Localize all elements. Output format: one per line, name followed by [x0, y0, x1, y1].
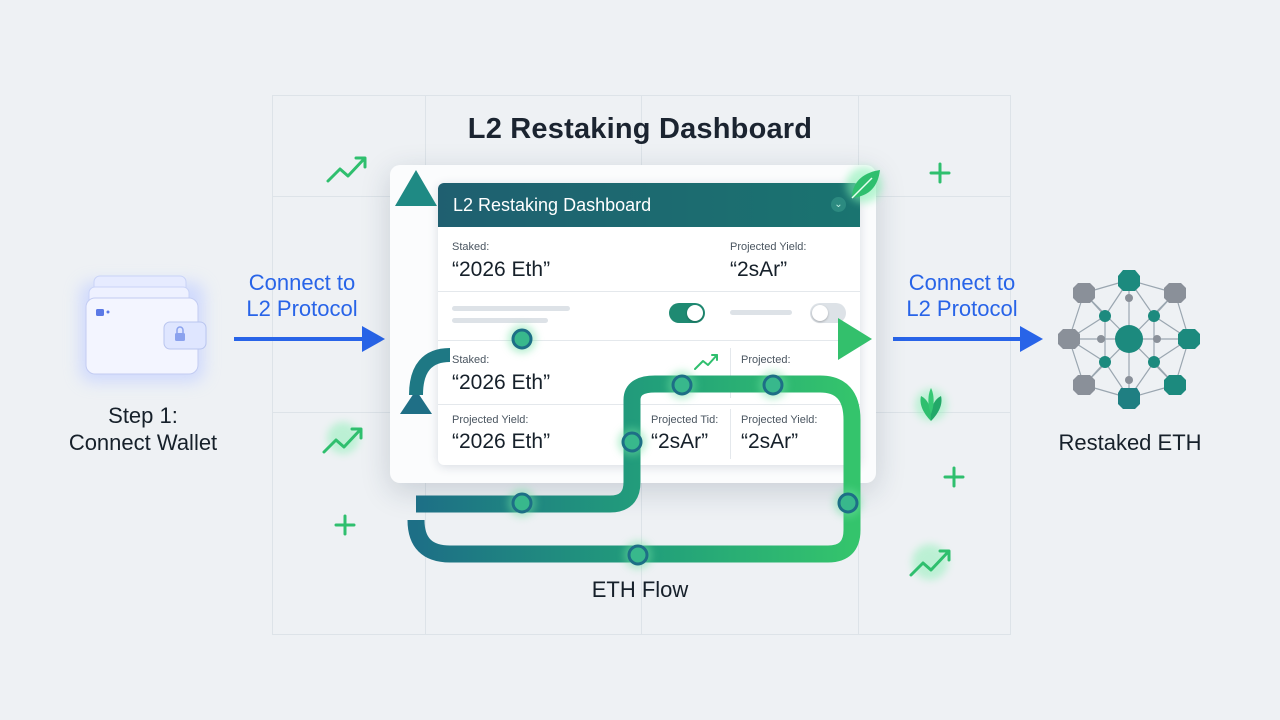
connect-label-left: Connect to L2 Protocol	[217, 270, 387, 322]
grid-line	[1010, 95, 1011, 635]
plus-icon	[334, 514, 356, 536]
flow-node	[627, 544, 649, 566]
network-nodes	[1058, 270, 1200, 409]
arrow-left-head	[362, 326, 385, 352]
page-title: L2 Restaking Dashboard	[467, 113, 813, 145]
trend-up-icon	[909, 544, 951, 580]
connect-right-line-1: Connect to	[908, 270, 1016, 295]
plus-icon	[943, 466, 965, 488]
row1-right-label: Projected Yield:	[730, 241, 807, 253]
row3-c1-label: Projected Yield:	[452, 414, 529, 426]
network-node	[1164, 375, 1186, 395]
row2-right-label: Projected:	[741, 354, 791, 366]
flow-node	[511, 492, 533, 514]
network-node	[1073, 375, 1095, 395]
row3-c3-label: Projected Yield:	[741, 414, 818, 426]
toggle-off[interactable]	[810, 303, 846, 323]
eth-flow-label: ETH Flow	[591, 577, 689, 602]
dashboard-card: L2 Restaking Dashboard ⌄ Staked: “2026 E…	[438, 183, 860, 465]
grid-line	[272, 95, 273, 635]
divider	[438, 340, 860, 341]
trend-up-icon	[322, 422, 363, 454]
divider	[730, 409, 731, 459]
network-node	[1125, 294, 1133, 302]
network-node	[1164, 283, 1186, 303]
step-line-1: Step 1:	[108, 403, 178, 428]
plant-icon	[915, 388, 947, 421]
network-node	[1099, 356, 1111, 368]
network-node	[1118, 270, 1140, 291]
step-label: Step 1: Connect Wallet	[28, 402, 258, 456]
skeleton-line	[452, 306, 570, 311]
network-node	[1073, 283, 1095, 303]
network-node	[1099, 310, 1111, 322]
row3-c1-value: “2026 Eth”	[452, 430, 551, 453]
skeleton-line	[452, 318, 548, 323]
network-node	[1125, 376, 1133, 384]
row1-left-label: Staked:	[452, 241, 490, 253]
row2-left-value: “2026 Eth”	[452, 371, 551, 394]
row1-left-value: “2026 Eth”	[452, 258, 551, 281]
row2-left-label: Staked:	[452, 354, 490, 366]
connect-label-right: Connect to L2 Protocol	[877, 270, 1047, 322]
network-node	[1148, 310, 1160, 322]
dashboard-header-title: L2 Restaking Dashboard	[453, 194, 652, 215]
row1-right-value: “2sAr”	[730, 258, 788, 281]
network-node-center	[1115, 325, 1143, 353]
trend-up-icon	[326, 156, 367, 183]
connect-left-line-1: Connect to	[248, 270, 356, 295]
restaked-eth-label: Restaked ETH	[1058, 430, 1202, 455]
connect-right-line-2: L2 Protocol	[906, 296, 1018, 321]
network-node	[1153, 335, 1161, 343]
toggle-on[interactable]	[669, 303, 705, 323]
grid-line	[272, 634, 1011, 635]
chevron-down-icon[interactable]: ⌄	[831, 197, 846, 212]
network-node	[1148, 356, 1160, 368]
row3-c3-value: “2sAr”	[741, 430, 799, 453]
connect-left-line-2: L2 Protocol	[246, 296, 358, 321]
divider	[730, 348, 731, 398]
divider	[438, 404, 860, 405]
step-line-2: Connect Wallet	[68, 430, 218, 455]
network-node	[1178, 329, 1200, 349]
network-node	[1058, 329, 1080, 349]
plus-icon	[929, 162, 951, 184]
dashboard-header: L2 Restaking Dashboard ⌄	[438, 183, 860, 227]
network-node	[1118, 388, 1140, 409]
flow-node	[837, 492, 859, 514]
row3-c2-value: “2sAr”	[651, 430, 709, 453]
row3-c2-label: Projected Tid:	[651, 414, 719, 426]
skeleton-line	[730, 310, 792, 315]
network-node	[1097, 335, 1105, 343]
divider	[438, 291, 860, 292]
grid-line	[272, 95, 1011, 96]
arrow-right-head	[1020, 326, 1043, 352]
